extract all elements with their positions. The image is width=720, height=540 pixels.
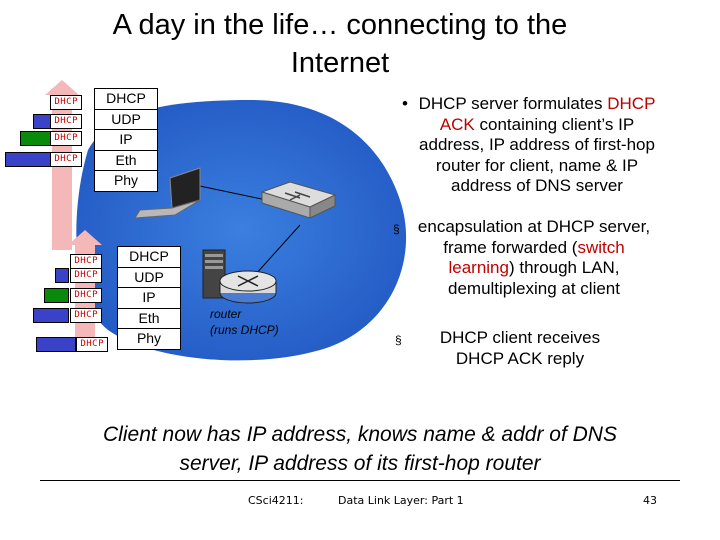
server-layer-network: IP <box>118 288 180 309</box>
server-layer-transport: UDP <box>118 268 180 289</box>
router-icon <box>220 271 276 303</box>
server-protocol-stack: DHCP UDP IP Eth Phy <box>117 246 181 350</box>
server-packet-5: DHCP <box>36 337 108 350</box>
footer-topic: Data Link Layer: Part 1 <box>338 494 464 507</box>
client-packet-1: DHCP <box>48 95 82 108</box>
client-layer-network: IP <box>95 130 157 151</box>
client-layer-physical: Phy <box>95 171 157 191</box>
router-label: router (runs DHCP) <box>210 306 279 338</box>
bullet-square-icon: § <box>393 219 400 240</box>
server-packet-4: DHCP <box>33 308 102 321</box>
server-layer-link: Eth <box>118 309 180 330</box>
summary-text: Client now has IP address, knows name & … <box>40 420 680 478</box>
footer-course: CSci4211: <box>248 494 303 507</box>
client-packet-2: DHCP <box>33 114 82 127</box>
client-layer-link: Eth <box>95 151 157 172</box>
bullet-square-icon: § <box>395 330 402 351</box>
bullet-encapsulation: § encapsulation at DHCP server, frame fo… <box>413 217 655 299</box>
server-packet-1: DHCP <box>66 254 102 267</box>
bullet-client-receives: § DHCP client receives DHCP ACK reply <box>415 328 625 369</box>
footer-divider <box>40 480 680 481</box>
footer-page-number: 43 <box>643 494 657 507</box>
bullet-dhcp-ack: • DHCP server formulates DHCP ACK contai… <box>412 94 662 197</box>
client-layer-transport: UDP <box>95 110 157 131</box>
client-packet-3: DHCP <box>20 131 82 144</box>
server-packet-2: DHCP <box>55 268 102 281</box>
client-packet-4: DHCP <box>5 152 82 165</box>
server-packet-3: DHCP <box>44 288 102 301</box>
server-layer-physical: Phy <box>118 329 180 349</box>
server-layer-app: DHCP <box>118 247 180 268</box>
client-layer-app: DHCP <box>95 89 157 110</box>
client-protocol-stack: DHCP UDP IP Eth Phy <box>94 88 158 192</box>
bullet-dot-icon: • <box>402 94 408 115</box>
